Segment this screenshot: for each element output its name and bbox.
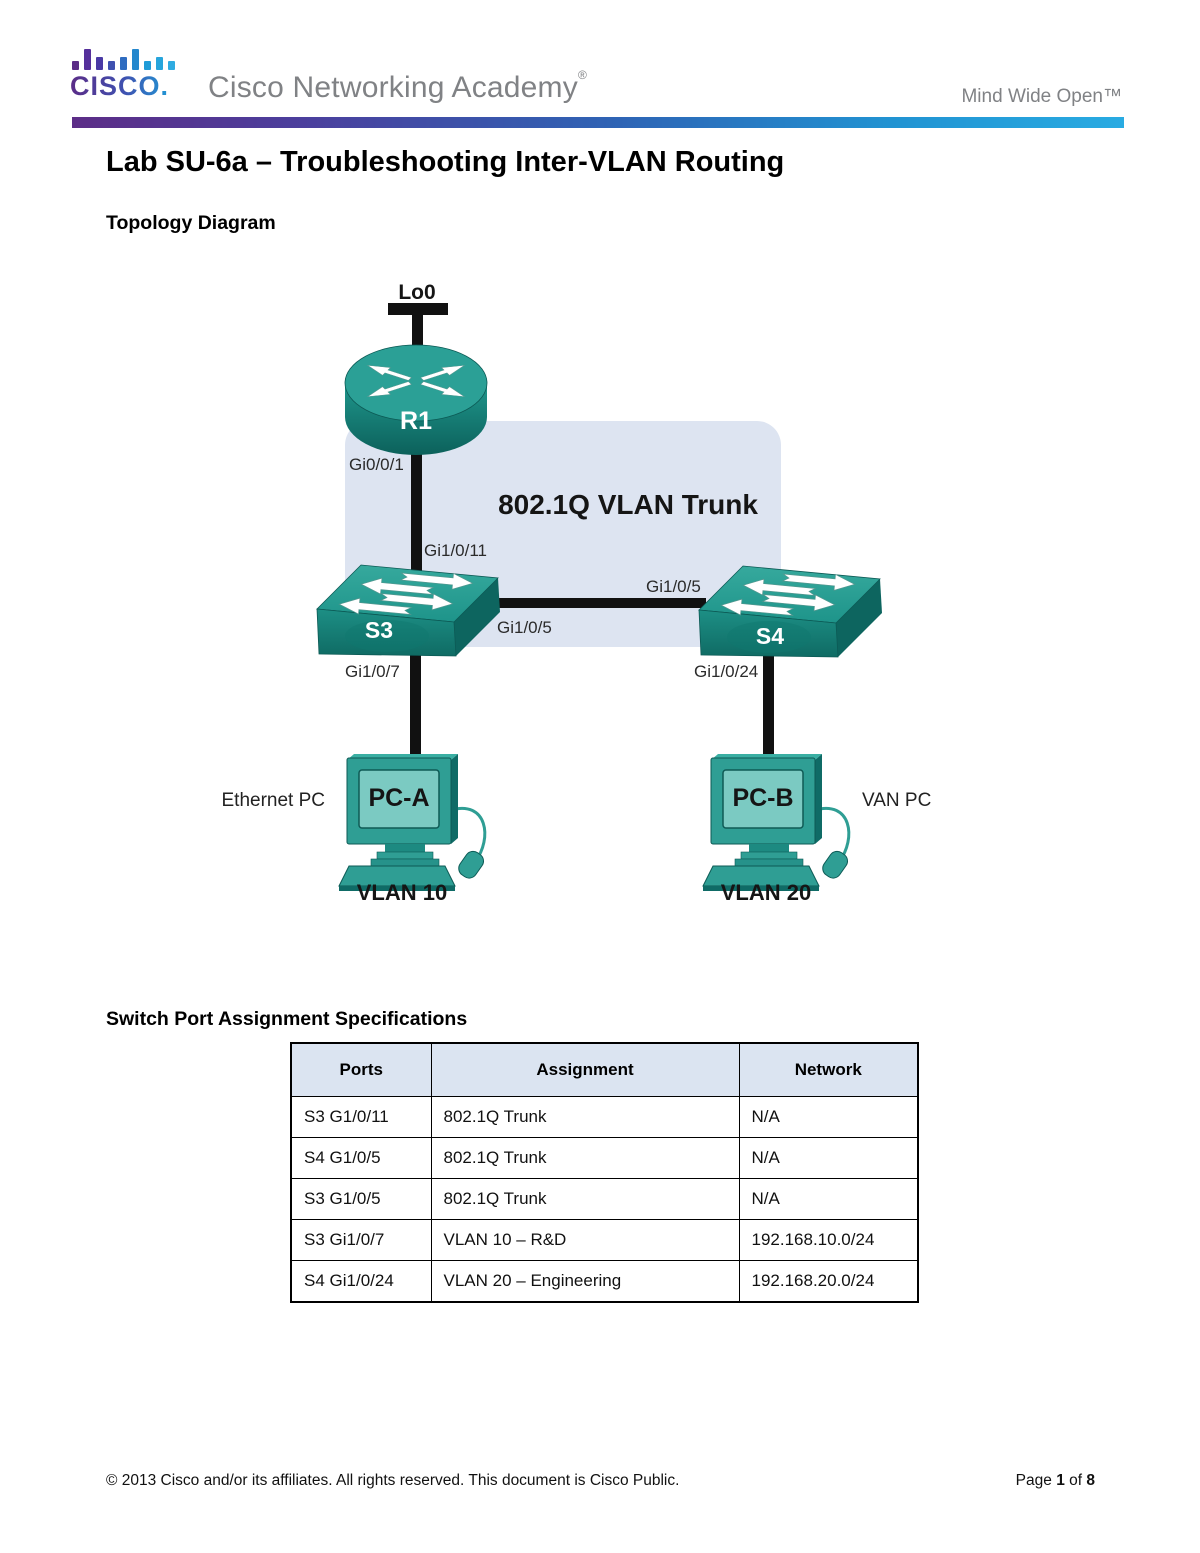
if-gi1-0-24-label: Gi1/0/24 (694, 662, 758, 681)
cell-network: 192.168.20.0/24 (738, 1260, 919, 1303)
footer-copyright: © 2013 Cisco and/or its affiliates. All … (106, 1472, 680, 1489)
cell-network: N/A (738, 1178, 919, 1220)
table-row: S3 G1/0/11 802.1Q Trunk N/A (290, 1096, 919, 1138)
cisco-logo-bars-icon (72, 44, 190, 70)
footer-page-indicator: Page 1 of 8 (1016, 1472, 1095, 1490)
pc-b-label: PC-B (732, 784, 793, 812)
pc-a-label: PC-A (368, 784, 429, 812)
page-total: 8 (1086, 1472, 1095, 1489)
cell-assignment: VLAN 20 – Engineering (430, 1260, 740, 1303)
pc-a-icon (337, 752, 489, 893)
brand-name: Cisco Networking Academy (208, 71, 578, 104)
ethernet-pc-caption: Ethernet PC (222, 790, 326, 811)
if-s4-gi1-0-5-label: Gi1/0/5 (646, 577, 701, 596)
page-prefix: Page (1015, 1472, 1052, 1489)
link-r1-s3 (411, 450, 422, 588)
port-assignment-table: Ports Assignment Network S3 G1/0/11 802.… (290, 1042, 919, 1303)
router-r1-label: R1 (400, 407, 432, 435)
cell-assignment: 802.1Q Trunk (430, 1178, 740, 1220)
cell-assignment: VLAN 10 – R&D (430, 1219, 740, 1261)
link-s3-s4 (456, 598, 706, 608)
topology-heading: Topology Diagram (106, 212, 276, 234)
col-header-ports: Ports (290, 1042, 432, 1097)
loopback-label: Lo0 (398, 281, 435, 304)
if-s3-gi1-0-5-label: Gi1/0/5 (497, 618, 552, 637)
link-s3-pca (410, 650, 421, 760)
loopback-icon (388, 303, 448, 352)
col-header-network: Network (738, 1042, 919, 1097)
cell-network: 192.168.10.0/24 (738, 1219, 919, 1261)
vlan-trunk-label: 802.1Q VLAN Trunk (498, 489, 758, 520)
table-row: S4 Gi1/0/24 VLAN 20 – Engineering 192.16… (290, 1260, 919, 1303)
vlan20-label: VLAN 20 (721, 880, 811, 905)
brand-text: Cisco Networking Academy® (208, 68, 587, 105)
cell-assignment: 802.1Q Trunk (430, 1137, 740, 1179)
tagline-text: Mind Wide Open™ (961, 86, 1122, 107)
if-gi1-0-11-label: Gi1/0/11 (424, 541, 487, 560)
router-r1-icon (344, 344, 488, 456)
cell-network: N/A (738, 1096, 919, 1138)
if-gi1-0-7-label: Gi1/0/7 (345, 662, 400, 681)
vlan10-label: VLAN 10 (357, 880, 447, 905)
cell-ports: S3 G1/0/11 (290, 1096, 432, 1138)
cell-ports: S3 Gi1/0/7 (290, 1219, 432, 1261)
cell-network: N/A (738, 1137, 919, 1179)
table-header-row: Ports Assignment Network (290, 1042, 919, 1097)
pc-b-icon (701, 752, 853, 893)
switch-s3-label: S3 (365, 617, 393, 643)
switch-s4-label: S4 (756, 623, 784, 649)
topology-diagram: 802.1Q VLAN Trunk Lo0 R1 S3 S4 PC-A PC-B… (222, 281, 932, 905)
cisco-logo: CISCO. (70, 44, 190, 102)
registered-mark: ® (577, 68, 587, 82)
col-header-assignment: Assignment (430, 1042, 740, 1097)
link-s4-pcb (763, 650, 774, 760)
page-of: of (1069, 1472, 1083, 1489)
cell-assignment: 802.1Q Trunk (430, 1096, 740, 1138)
table-row: S3 Gi1/0/7 VLAN 10 – R&D 192.168.10.0/24 (290, 1219, 919, 1261)
if-gi0-0-1-label: Gi0/0/1 (349, 455, 404, 474)
table-row: S3 G1/0/5 802.1Q Trunk N/A (290, 1178, 919, 1220)
cell-ports: S3 G1/0/5 (290, 1178, 432, 1220)
table-heading: Switch Port Assignment Specifications (106, 1008, 468, 1030)
van-pc-caption: VAN PC (862, 790, 931, 811)
table-row: S4 G1/0/5 802.1Q Trunk N/A (290, 1137, 919, 1179)
cisco-logo-wordmark: CISCO. (70, 71, 190, 102)
cell-ports: S4 Gi1/0/24 (290, 1260, 432, 1303)
cell-ports: S4 G1/0/5 (290, 1137, 432, 1179)
page-title: Lab SU-6a – Troubleshooting Inter-VLAN R… (106, 146, 785, 178)
page-number: 1 (1056, 1472, 1065, 1489)
header-gradient-rule (72, 117, 1124, 128)
